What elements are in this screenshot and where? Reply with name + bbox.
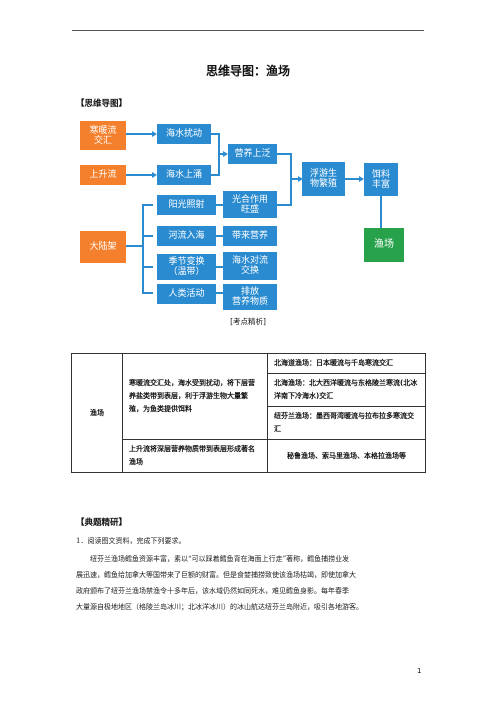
table-cell: 纽芬兰渔场：墨西哥湾暖流与拉布拉多寒流交汇 — [267, 406, 426, 440]
table-row: 北海渔场：北大西洋暖流与东格陵兰寒流(北冰洋南下冷海水)交汇 — [72, 373, 426, 407]
section-mindmap-heading: 【思维导图】 — [76, 99, 128, 109]
table-cell: 秘鲁渔场、索马里渔场、本格拉渔场等 — [267, 439, 426, 473]
question-line: 大量源自极地地区（格陵兰岛冰川；北冰洋冰川）的冰山航达纽芬兰岛附近，吸引各地游客… — [76, 603, 363, 611]
table-row: 渔场 寒暖流交汇处，海水受到扰动，将下层营养盐类带到表层，利于浮游生物大量繁殖，… — [71, 353, 426, 473]
node-sea-disturbance: 海水扰动 — [157, 124, 211, 144]
connector — [345, 178, 359, 180]
node-river-inflow: 河流入海 — [157, 226, 216, 246]
section-example-heading: 【典题精研】 — [76, 518, 128, 528]
arrowhead — [223, 151, 228, 157]
connector — [211, 133, 219, 135]
table-cell: 寒暖流交汇处，海水受到扰动，将下层营养盐类带到表层，利于浮游生物大量繁殖，为鱼类… — [122, 353, 268, 440]
connector — [211, 174, 219, 176]
question-line: 政府颁布了纽芬兰渔场禁渔令十多年后，该水域仍然如同死水，难见鳕鱼身影。每年春季 — [76, 587, 349, 595]
table-cell: 渔场 — [71, 353, 123, 473]
caption: [考点精析] — [230, 317, 266, 326]
header-rule — [72, 30, 424, 31]
arrowhead — [359, 176, 364, 182]
node-plankton: 浮游生 物繁殖 — [302, 162, 345, 196]
question-stem: 1．阅读图文资料，完成下列要求。 — [76, 537, 186, 545]
arrowhead — [152, 172, 157, 178]
node-sea-upwelling: 海水上涌 — [157, 165, 211, 185]
connector — [142, 266, 153, 268]
connector — [216, 235, 223, 237]
fishery-table: 渔场 寒暖流交汇处，海水受到扰动，将下层营养盐类带到表层，利于浮游生物大量繁殖，… — [71, 353, 426, 473]
connector — [142, 204, 144, 294]
node-convection: 海水对流 交换 — [223, 252, 277, 280]
node-fishery: 渔场 — [364, 228, 404, 262]
connector — [290, 178, 298, 180]
node-cold-warm-current: 寒暖流 交汇 — [80, 121, 126, 150]
question-line: 展迅速，鳕鱼给加拿大等国带来了巨额的财富。但是食婪捕捞致使该渔场枯竭，即使加拿大 — [76, 571, 356, 579]
connector — [126, 245, 143, 247]
connector — [216, 204, 223, 206]
connector — [126, 174, 152, 176]
connector — [216, 266, 223, 268]
table-row: 上升流将深层营养物质带到表层形成著名渔场 秘鲁渔场、索马里渔场、本格拉渔场等 — [72, 439, 426, 473]
arrowhead — [298, 176, 303, 182]
connector — [142, 204, 153, 206]
node-sunlight: 阳光照射 — [157, 195, 216, 215]
node-discharge: 排放 营养物质 — [223, 284, 277, 310]
node-continental-shelf: 大陆架 — [80, 231, 126, 263]
node-food-abundant: 饵料 丰富 — [364, 163, 398, 196]
node-season-change: 季节变换 （温带） — [157, 254, 216, 280]
connector — [277, 153, 291, 155]
connector — [380, 196, 382, 228]
connector — [126, 133, 152, 135]
node-human-activity: 人类活动 — [157, 284, 216, 304]
connector — [218, 153, 223, 155]
page-number: 1 — [417, 667, 422, 675]
page-title: 思维导图：渔场 — [205, 64, 290, 78]
connector — [142, 235, 153, 237]
table-cell: 北海道渔场：日本暖流与千岛寒流交汇 — [267, 353, 426, 374]
node-upwelling: 上升流 — [80, 165, 126, 185]
table-cell: 上升流将深层营养物质带到表层形成著名渔场 — [122, 439, 268, 473]
table-cell: 北海渔场：北大西洋暖流与东格陵兰寒流(北冰洋南下冷海水)交汇 — [267, 373, 426, 407]
node-photosynthesis: 光合作用 旺盛 — [223, 191, 277, 218]
connector — [142, 292, 153, 294]
node-bring-nutrients: 带来营养 — [223, 226, 277, 246]
connector — [277, 204, 291, 206]
node-nutrient-rise: 营养上泛 — [228, 144, 277, 164]
connector — [216, 292, 223, 294]
arrowhead — [152, 131, 157, 137]
question-line: 纽芬兰渔场鳕鱼资源丰富，素以“可以踩着鳕鱼背在海面上行走”著称，鳕鱼捕捞业发 — [90, 555, 350, 563]
